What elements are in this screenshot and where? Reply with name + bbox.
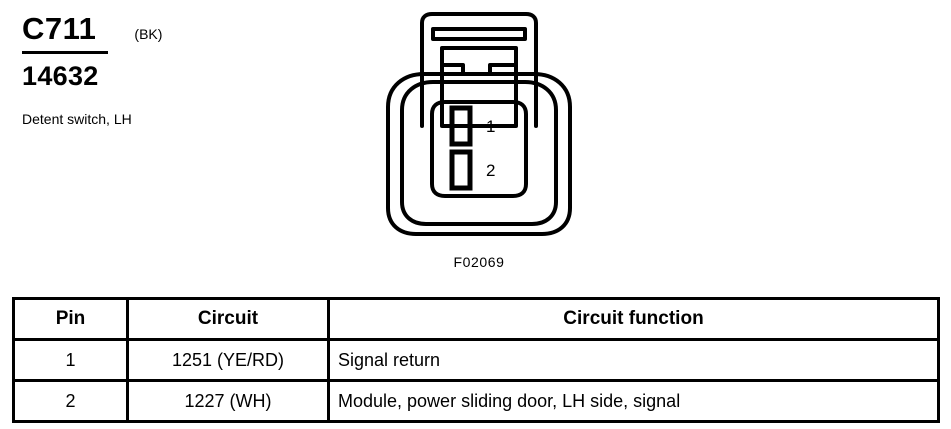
connector-outer-shell bbox=[386, 72, 572, 236]
connector-id: C711 bbox=[22, 11, 97, 46]
column-header-circuit: Circuit bbox=[126, 297, 330, 341]
pin-assignment-table: Pin Circuit Circuit function 1 1251 (YE/… bbox=[12, 297, 940, 423]
connector-header: C711 (BK) 14632 Detent switch, LH bbox=[22, 10, 352, 128]
latch-notch-step bbox=[440, 63, 518, 76]
pin-cavity-2 bbox=[449, 149, 473, 191]
pin-cavity-label-1: 1 bbox=[486, 117, 495, 136]
cell-circuit-function: Signal return bbox=[327, 338, 940, 382]
figure-caption: F02069 bbox=[453, 254, 505, 270]
connector-color-code: (BK) bbox=[134, 26, 163, 42]
connector-face-plate bbox=[430, 100, 528, 198]
table-row: 2 1227 (WH) Module, power sliding door, … bbox=[12, 379, 940, 423]
pin-cavity-1 bbox=[449, 105, 473, 147]
column-header-pin: Pin bbox=[12, 297, 129, 341]
cell-pin: 1 bbox=[12, 338, 129, 382]
table-row: 1 1251 (YE/RD) Signal return bbox=[12, 338, 940, 382]
cell-circuit-function: Module, power sliding door, LH side, sig… bbox=[327, 379, 940, 423]
connector-face-diagram: 1 2 bbox=[386, 12, 572, 236]
connector-id-row: C711 (BK) bbox=[22, 10, 352, 48]
column-header-circuit-function: Circuit function bbox=[327, 297, 940, 341]
id-divider-rule bbox=[22, 51, 108, 54]
pin-cavity-label-2: 2 bbox=[486, 161, 495, 180]
table-header-row: Pin Circuit Circuit function bbox=[12, 297, 940, 341]
connector-figure: 1 2 F02069 bbox=[376, 6, 582, 278]
cell-circuit: 1251 (YE/RD) bbox=[126, 338, 330, 382]
part-number: 14632 bbox=[22, 61, 99, 91]
connector-description: Detent switch, LH bbox=[22, 111, 132, 127]
latch-notch-shape bbox=[440, 46, 518, 128]
cell-circuit: 1227 (WH) bbox=[126, 379, 330, 423]
latch-top-rail bbox=[431, 27, 527, 41]
latch-tab-outline bbox=[420, 12, 538, 128]
cell-pin: 2 bbox=[12, 379, 129, 423]
